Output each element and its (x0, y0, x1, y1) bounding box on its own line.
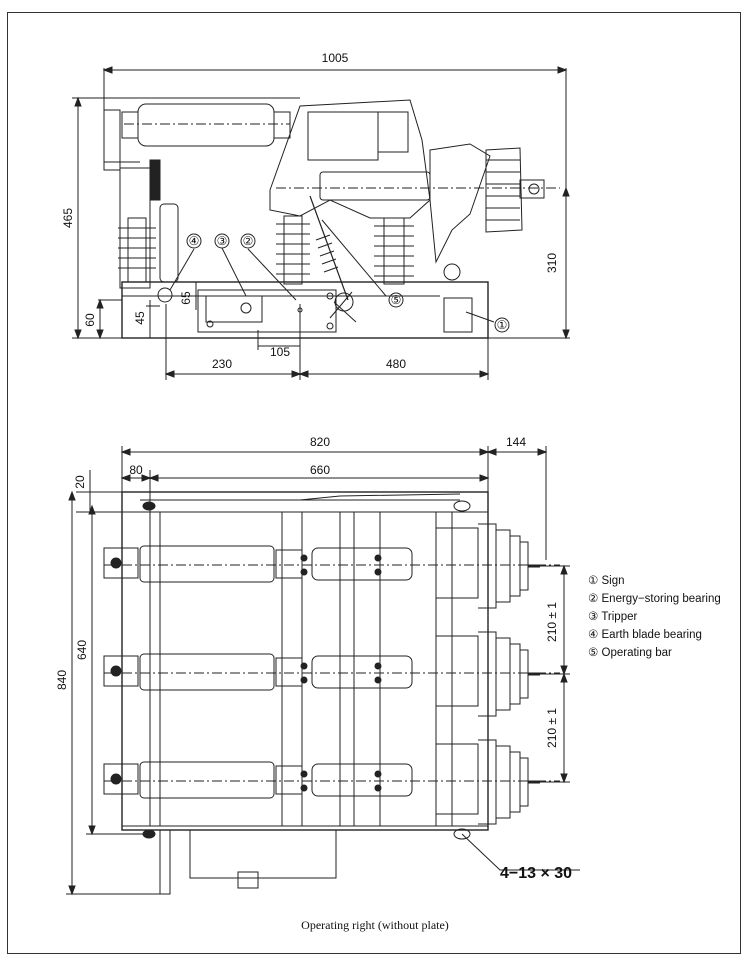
legend-item-earth-blade-bearing: ④ Earth blade bearing (588, 629, 702, 641)
dim-144: 144 (506, 435, 526, 449)
side-elevation-view (72, 66, 570, 380)
dim-pitch-1: 210 ± 1 (545, 602, 559, 642)
figure-caption: Operating right (without plate) (301, 918, 449, 932)
dim-230: 230 (212, 357, 232, 371)
base-frame (121, 281, 489, 339)
callout-3: ③ (217, 234, 228, 248)
mechanism-box (189, 829, 337, 879)
legend-item-energy-storing-bearing: ② Energy−storing bearing (588, 593, 721, 605)
phase-row-2 (103, 631, 560, 717)
dim-20: 20 (73, 475, 87, 489)
right-bushing (485, 147, 545, 233)
dim-1005: 1005 (322, 51, 349, 65)
plan-frame (121, 491, 489, 831)
dim-105: 105 (270, 345, 290, 359)
legend-item-sign: ① Sign (588, 575, 625, 587)
dim-310: 310 (545, 253, 559, 273)
operating-bar (309, 195, 357, 323)
sign-plate (443, 297, 473, 333)
phase-row-3 (103, 739, 560, 825)
mounting-holes-label: 4−13 × 30 (500, 865, 572, 882)
drawing-frame (7, 12, 741, 954)
dim-60: 60 (83, 313, 97, 327)
legend: ① Sign ② Energy−storing bearing ③ Trippe… (588, 572, 748, 662)
insulator-right (374, 217, 414, 285)
callout-5: ⑤ (391, 293, 402, 307)
fuse-cylinder (137, 103, 275, 147)
dim-480: 480 (386, 357, 406, 371)
callout-1: ① (497, 318, 508, 332)
legend-item-operating-bar: ⑤ Operating bar (588, 647, 672, 659)
earth-blade-bearing (157, 287, 173, 303)
insulator-center (276, 215, 310, 285)
callout-4: ④ (189, 234, 200, 248)
legend-item-tripper: ③ Tripper (588, 611, 638, 623)
insulator-left (118, 217, 156, 283)
dim-840: 840 (55, 670, 69, 690)
dim-820: 820 (310, 435, 330, 449)
dim-45: 45 (133, 311, 147, 325)
dim-465: 465 (61, 208, 75, 228)
callout-2: ② (243, 234, 254, 248)
dim-660: 660 (310, 463, 330, 477)
phase-row-1 (103, 523, 560, 609)
dim-640: 640 (75, 640, 89, 660)
plan-view (66, 446, 580, 896)
dim-80: 80 (129, 463, 143, 477)
dim-65: 65 (179, 291, 193, 305)
dim-pitch-2: 210 ± 1 (545, 708, 559, 748)
